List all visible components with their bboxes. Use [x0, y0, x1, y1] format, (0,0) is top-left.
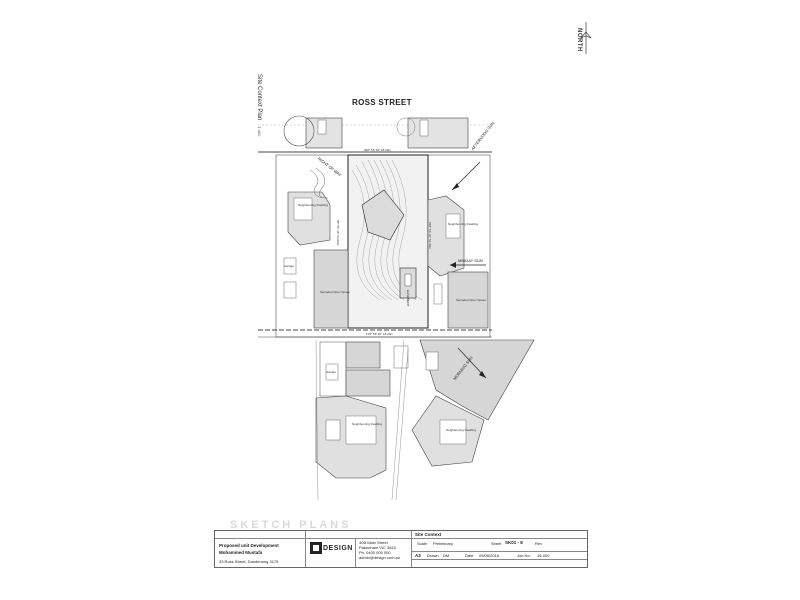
firm-phone: Ph: 0400 000 000: [359, 550, 391, 555]
sos-label-west: Secluded Open Space: [320, 290, 351, 294]
garage-label-south: Garage: [326, 370, 337, 374]
design-logo-icon: [310, 542, 322, 554]
scale-value: Preliminary: [433, 541, 454, 546]
north-arrow-icon: [580, 22, 592, 54]
rev-label: Rev: [535, 541, 543, 546]
west-neighbour: [283, 167, 349, 329]
scale-label: Scale: [417, 541, 428, 546]
dwelling-label-south: Neighbouring Dwelling: [352, 422, 383, 426]
garage-label-west: Garage: [284, 264, 295, 268]
easement-east-label: EASEMENT: [406, 290, 410, 307]
midday-sun-label: MIDDAY SUN: [458, 258, 483, 263]
drawn-value: DM: [443, 553, 450, 558]
sketch-plans-watermark: SKETCH PLANS: [230, 519, 352, 531]
client-name: Mohammed Mustafa: [219, 550, 263, 555]
sheet-title: Site Context: [415, 532, 442, 537]
north-neighbour-lots: [283, 115, 469, 149]
sos-label-east: Secluded Open Space: [456, 298, 487, 302]
dwelling-label-east: Neighbouring Dwelling: [448, 222, 479, 226]
logo-wordmark: DESIGN: [323, 545, 353, 552]
job-value: 16-000: [537, 553, 550, 558]
title-block: Proposed unit Development Mohammed Musta…: [214, 530, 588, 568]
date-value: 09/05/2016: [479, 553, 500, 558]
sheet-number: SK01 - 8: [505, 540, 523, 545]
bearing-east: 268° 56' 30" 54.86m: [428, 222, 432, 250]
sheet-size: A3: [415, 553, 421, 558]
south-neighbours: [315, 339, 409, 501]
street-name: ROSS STREET: [352, 98, 412, 107]
bearing-north: 358° 56' 30" 18.29m: [364, 148, 392, 152]
date-label: Date: [465, 553, 474, 558]
sun-arrows: [450, 161, 487, 379]
subject-site: [347, 154, 429, 329]
firm-suburb: Pakenham VIC 3810: [359, 545, 396, 550]
firm-address: 40B Main Street: [359, 540, 388, 545]
project-title: Proposed unit Development: [219, 543, 279, 548]
bearing-south: 178° 56' 30" 18.29m: [366, 332, 394, 336]
drawn-label: Drawn: [427, 553, 439, 558]
dwelling-label-southeast: Neighbouring Dwelling: [446, 428, 477, 432]
firm-email: admin@design.com.au: [359, 555, 400, 560]
bearing-west: 88° 56' 30" 54.86m: [336, 220, 340, 246]
job-label: Job No.: [517, 553, 531, 558]
road-reserve: [258, 124, 492, 153]
south-east-neighbours: [395, 339, 535, 501]
east-neighbour: [427, 195, 489, 329]
dwelling-label-west: Neighbouring Dwelling: [298, 203, 329, 207]
site-address: 33 Ross Street, Dandenong 3175: [219, 559, 279, 564]
sheet-label: Sheet: [491, 541, 502, 546]
